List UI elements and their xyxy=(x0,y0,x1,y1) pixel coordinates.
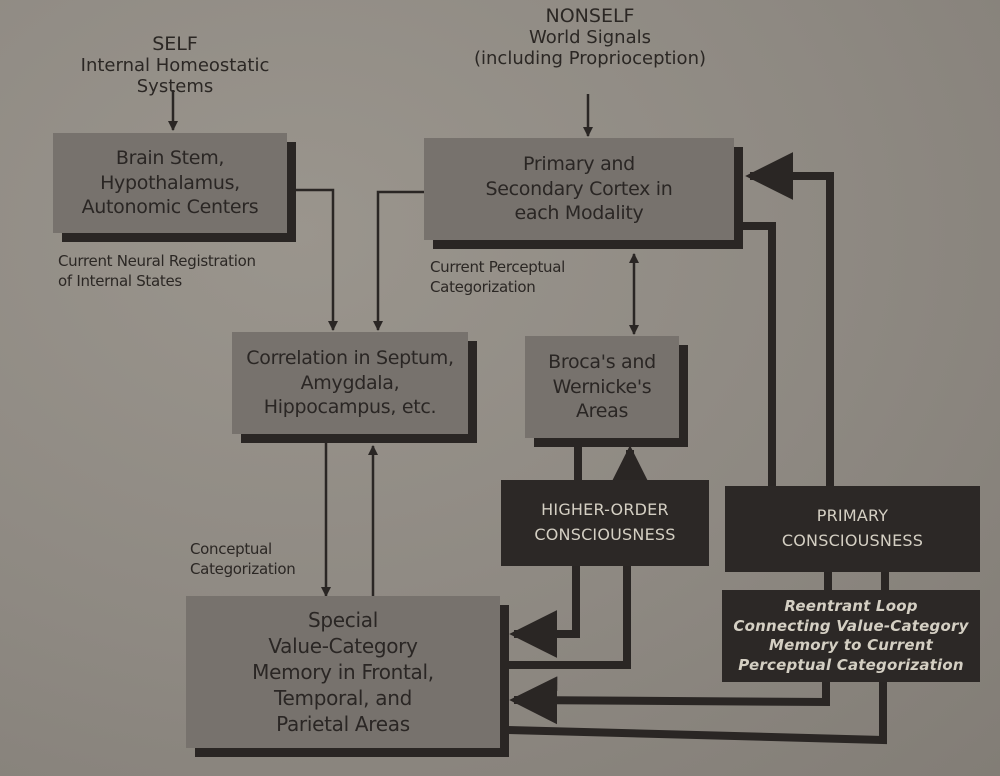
cortex-box: Primary and Secondary Cortex in each Mod… xyxy=(424,138,734,240)
arrow-higher-to-memory xyxy=(509,566,580,658)
arrow-reentrant-to-memory xyxy=(509,676,830,725)
self-title: SELF xyxy=(152,33,198,55)
arrow-primary-to-cortex xyxy=(745,152,834,488)
line-memory-to-higher xyxy=(508,566,631,669)
nonself-source: NONSELF World Signals (including Proprio… xyxy=(440,5,740,69)
nonself-subtitle-2: (including Proprioception) xyxy=(473,47,706,69)
higher-order-consciousness-box: HIGHER-ORDER CONSCIOUSNESS xyxy=(501,480,709,566)
self-subtitle: Internal Homeostatic Systems xyxy=(80,54,270,97)
reentrant-loop-box: Reentrant Loop Connecting Value-Category… xyxy=(722,590,980,682)
self-source: SELF Internal Homeostatic Systems xyxy=(40,6,310,97)
conceptual-line-1: Conceptual xyxy=(190,540,272,558)
arrow-cortex-to-correlation xyxy=(373,190,424,331)
value-category-memory-box: Special Value-Category Memory in Frontal… xyxy=(186,596,500,748)
brain-stem-box: Brain Stem, Hypothalamus, Autonomic Cent… xyxy=(53,133,287,233)
nonself-subtitle: World Signals xyxy=(529,26,651,48)
neural-registration-line-1: Current Neural Registration xyxy=(58,252,256,270)
neural-registration-line-2: of Internal States xyxy=(58,271,182,290)
line-cortex-to-primary xyxy=(742,222,776,488)
nonself-title: NONSELF xyxy=(545,5,635,27)
arrow-brainstem-to-correlation xyxy=(295,188,338,331)
perceptual-categorization-note: Current Perceptual Categorization xyxy=(430,258,565,297)
conceptual-line-2: Categorization xyxy=(190,559,296,578)
conceptual-categorization-note: Conceptual Categorization xyxy=(190,540,296,579)
primary-consciousness-box: PRIMARY CONSCIOUSNESS xyxy=(725,486,980,572)
broca-wernicke-box: Broca's and Wernicke's Areas xyxy=(525,336,679,438)
line-memory-to-reentrant xyxy=(507,680,887,745)
correlation-box: Correlation in Septum, Amygdala, Hippoca… xyxy=(232,332,468,434)
perceptual-line-2: Categorization xyxy=(430,277,536,296)
neural-registration-note: Current Neural Registration of Internal … xyxy=(58,252,256,291)
perceptual-line-1: Current Perceptual xyxy=(430,258,566,276)
